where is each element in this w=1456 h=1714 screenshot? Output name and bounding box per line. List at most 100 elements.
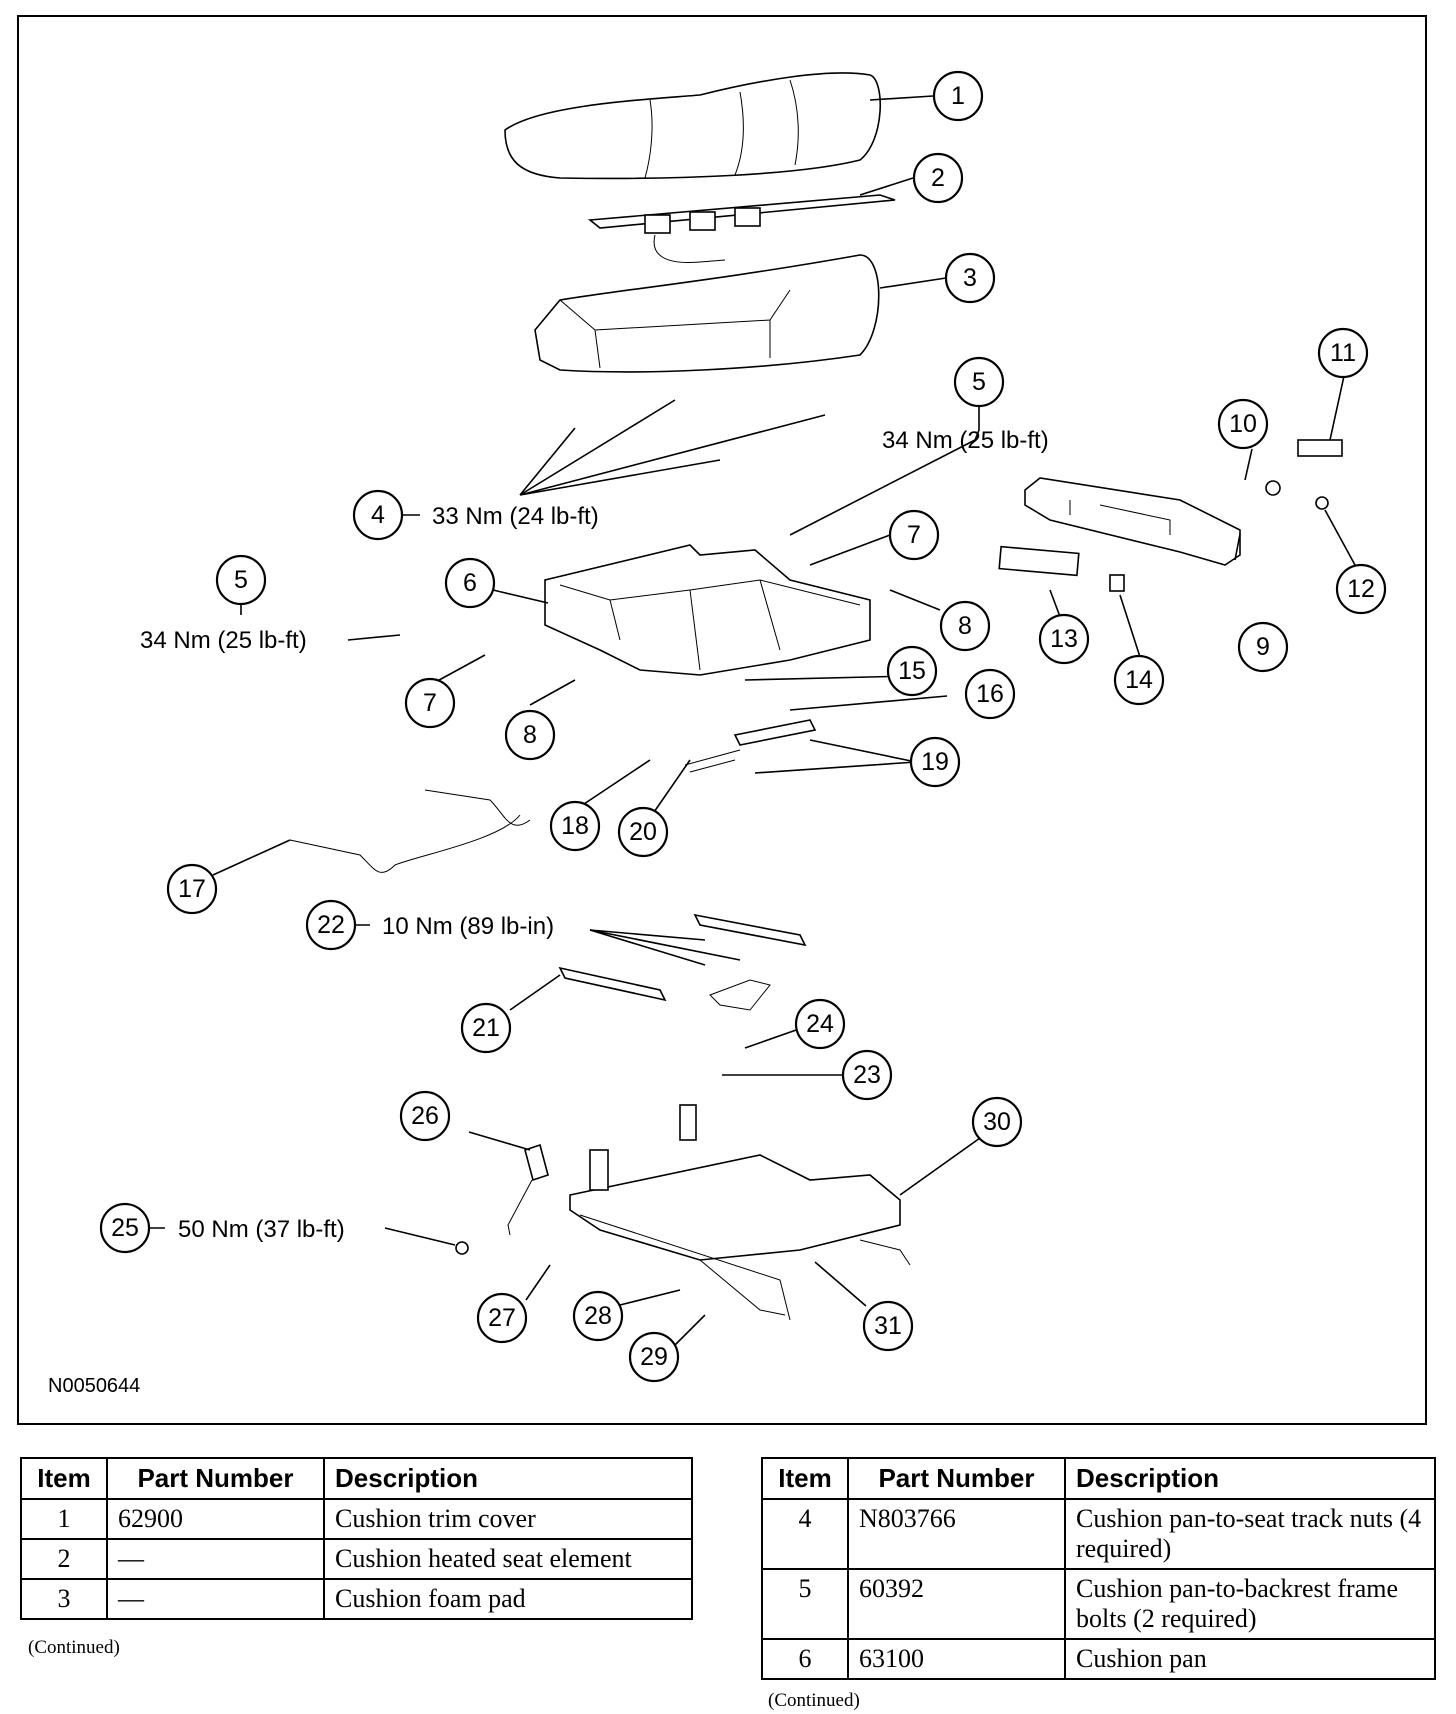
- torque-label-item5-left: 34 Nm (25 lb-ft): [140, 627, 307, 654]
- header-part-number: Part Number: [106, 1457, 325, 1500]
- table-row: 5 60392 Cushion pan-to-backrest frame bo…: [761, 1568, 1436, 1640]
- cushion-trim-cover-drawing: [504, 72, 882, 180]
- item-number: 1: [20, 1498, 108, 1540]
- seat-belt-buckle-drawing: [507, 1143, 549, 1236]
- svg-text:1: 1: [951, 82, 965, 110]
- item25-bolt-drawing: [455, 1241, 469, 1255]
- callout-16: 16: [964, 668, 1016, 720]
- part-number: —: [106, 1538, 325, 1580]
- header-description: Description: [1064, 1457, 1436, 1500]
- header-description: Description: [323, 1457, 693, 1500]
- table-row: 1 62900 Cushion trim cover: [20, 1498, 693, 1540]
- svg-text:22: 22: [317, 911, 345, 939]
- part-description: Cushion pan-to-seat track nuts (4 requir…: [1064, 1498, 1436, 1570]
- table-header-row: Item Part Number Description: [761, 1457, 1436, 1500]
- svg-text:20: 20: [629, 818, 657, 846]
- figure-id: N0050644: [48, 1375, 141, 1397]
- callout-1: 1: [932, 70, 984, 122]
- item10-part-drawing: [1265, 480, 1281, 496]
- svg-text:24: 24: [806, 1010, 834, 1038]
- exploded-diagram-frame: [17, 15, 1427, 1425]
- svg-text:12: 12: [1347, 575, 1375, 603]
- callout-28: 28: [572, 1290, 624, 1342]
- svg-text:14: 14: [1125, 666, 1153, 694]
- svg-text:8: 8: [958, 612, 972, 640]
- callout-18: 18: [549, 800, 601, 852]
- torque-label-item4: 33 Nm (24 lb-ft): [432, 503, 599, 530]
- part-description: Cushion trim cover: [323, 1498, 693, 1540]
- callout-23: 23: [841, 1049, 893, 1101]
- part-description: Cushion heated seat element: [323, 1538, 693, 1580]
- callout-22: 22: [305, 899, 357, 951]
- torque-label-item22: 10 Nm (89 lb-in): [382, 913, 554, 940]
- svg-text:15: 15: [898, 657, 926, 685]
- torque-label-item25: 50 Nm (37 lb-ft): [178, 1216, 345, 1243]
- svg-text:9: 9: [1256, 633, 1270, 661]
- svg-text:21: 21: [472, 1014, 500, 1042]
- callout-7-left: 7: [404, 677, 456, 729]
- table-row: 3 — Cushion foam pad: [20, 1578, 693, 1620]
- callout-13: 13: [1038, 613, 1090, 665]
- callout-8-left: 8: [504, 709, 556, 761]
- svg-text:25: 25: [111, 1214, 139, 1242]
- callout-5-left: 5: [215, 554, 267, 606]
- callout-7-right: 7: [888, 509, 940, 561]
- svg-text:2: 2: [931, 164, 945, 192]
- callout-27: 27: [476, 1292, 528, 1344]
- svg-text:8: 8: [523, 721, 537, 749]
- table-row: 4 N803766 Cushion pan-to-seat track nuts…: [761, 1498, 1436, 1570]
- svg-text:27: 27: [488, 1304, 516, 1332]
- part-description: Cushion pan: [1064, 1638, 1436, 1680]
- svg-text:30: 30: [983, 1108, 1011, 1136]
- small-switch-drawing: [1109, 574, 1125, 592]
- part-number: 63100: [847, 1638, 1066, 1680]
- header-item: Item: [761, 1457, 849, 1500]
- seat-track-drawing: [569, 1104, 911, 1321]
- callout-30: 30: [971, 1096, 1023, 1148]
- svg-text:16: 16: [976, 680, 1004, 708]
- callout-24: 24: [794, 998, 846, 1050]
- leader-lines: [150, 95, 1356, 1346]
- table-row: 2 — Cushion heated seat element: [20, 1538, 693, 1580]
- svg-text:17: 17: [178, 875, 206, 903]
- continued-note-right: (Continued): [768, 1690, 860, 1711]
- callout-15: 15: [886, 645, 938, 697]
- part-description: Cushion pan-to-backrest frame bolts (2 r…: [1064, 1568, 1436, 1640]
- callout-11: 11: [1317, 327, 1369, 379]
- callout-29: 29: [628, 1331, 680, 1383]
- callout-5-right: 5: [953, 356, 1005, 408]
- svg-text:4: 4: [371, 501, 385, 529]
- item11-part-drawing: [1297, 439, 1343, 457]
- svg-text:29: 29: [640, 1343, 668, 1371]
- callout-2: 2: [912, 152, 964, 204]
- svg-text:7: 7: [907, 521, 921, 549]
- seat-motors-drawing: [558, 913, 807, 1011]
- part-description: Cushion foam pad: [323, 1578, 693, 1620]
- svg-text:13: 13: [1050, 625, 1078, 653]
- callout-19: 19: [909, 736, 961, 788]
- continued-note-left: (Continued): [28, 1637, 120, 1658]
- item12-part-drawing: [1315, 496, 1329, 510]
- header-item: Item: [20, 1457, 108, 1500]
- switch-bezel-drawing: [998, 545, 1080, 577]
- svg-text:23: 23: [853, 1061, 881, 1089]
- callout-14: 14: [1113, 654, 1165, 706]
- cushion-side-shield-drawing: [1024, 477, 1241, 566]
- svg-text:19: 19: [921, 748, 949, 776]
- table-header-row: Item Part Number Description: [20, 1457, 693, 1500]
- callout-9: 9: [1237, 621, 1289, 673]
- callout-8-right: 8: [939, 600, 991, 652]
- callout-20: 20: [617, 806, 669, 858]
- svg-text:7: 7: [423, 689, 437, 717]
- svg-text:10: 10: [1229, 410, 1257, 438]
- heated-seat-element-drawing: [587, 194, 896, 264]
- callout-3: 3: [944, 252, 996, 304]
- callout-26: 26: [399, 1090, 451, 1142]
- callout-17: 17: [166, 863, 218, 915]
- parts-table-right: Item Part Number Description 4 N803766 C…: [761, 1457, 1436, 1680]
- svg-text:28: 28: [584, 1302, 612, 1330]
- callout-10: 10: [1217, 398, 1269, 450]
- svg-text:18: 18: [561, 812, 589, 840]
- item-number: 6: [761, 1638, 849, 1680]
